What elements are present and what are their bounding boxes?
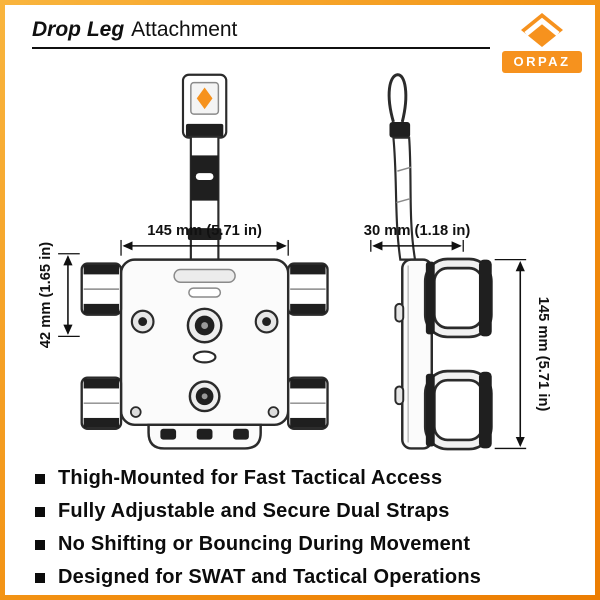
page-title-secondary: Attachment bbox=[131, 18, 238, 41]
dimension-side-depth: 30 mm (1.18 in) bbox=[364, 223, 471, 252]
page: Drop Leg Attachment ORPAZ bbox=[5, 5, 595, 595]
square-bullet-icon bbox=[35, 473, 45, 484]
list-item: Fully Adjustable and Secure Dual Straps bbox=[35, 500, 577, 523]
dimension-label-side-depth: 30 mm (1.18 in) bbox=[364, 223, 471, 239]
drop-leg-diagram: 145 mm (5.71 in) 42 mm (1.65 in) bbox=[38, 73, 551, 451]
dimension-label-front-width: 145 mm (5.71 in) bbox=[147, 223, 262, 239]
square-bullet-icon bbox=[35, 506, 45, 517]
orpaz-diamond-icon bbox=[521, 13, 563, 47]
dimension-label-side-height: 145 mm (5.71 in) bbox=[535, 297, 551, 412]
dimension-strap-height: 42 mm (1.65 in) bbox=[38, 242, 80, 349]
header: Drop Leg Attachment ORPAZ bbox=[5, 5, 595, 73]
brand-name-badge: ORPAZ bbox=[502, 51, 582, 73]
title-underline bbox=[32, 47, 490, 49]
thigh-platform bbox=[119, 258, 290, 450]
list-item: No Shifting or Bouncing During Movement bbox=[35, 533, 577, 556]
page-title: Drop Leg Attachment bbox=[32, 18, 571, 42]
feature-text: Thigh-Mounted for Fast Tactical Access bbox=[58, 467, 443, 490]
dimension-side-height: 145 mm (5.71 in) bbox=[494, 258, 551, 450]
square-bullet-icon bbox=[35, 572, 45, 583]
feature-text: Designed for SWAT and Tactical Operation… bbox=[58, 566, 482, 589]
strap-buckles bbox=[80, 262, 329, 430]
page-title-primary: Drop Leg bbox=[32, 18, 125, 41]
list-item: Thigh-Mounted for Fast Tactical Access bbox=[35, 467, 577, 490]
front-view-drawing: 145 mm (5.71 in) 42 mm (1.65 in) bbox=[38, 73, 329, 450]
dual-strap-loops bbox=[423, 257, 493, 451]
feature-text: No Shifting or Bouncing During Movement bbox=[58, 533, 471, 556]
feature-text: Fully Adjustable and Secure Dual Straps bbox=[58, 500, 450, 523]
square-bullet-icon bbox=[35, 539, 45, 550]
brand-logo: ORPAZ bbox=[502, 12, 582, 73]
list-item: Designed for SWAT and Tactical Operation… bbox=[35, 566, 577, 589]
side-view-drawing: 30 mm (1.18 in) 145 mm (5.71 in) bbox=[364, 73, 551, 451]
feature-list: Thigh-Mounted for Fast Tactical Access F… bbox=[5, 454, 595, 589]
dimension-front-width: 145 mm (5.71 in) bbox=[120, 223, 289, 256]
dimension-label-strap-height: 42 mm (1.65 in) bbox=[38, 242, 54, 349]
orpaz-diamond-mark bbox=[196, 87, 213, 110]
belt-hanger bbox=[181, 73, 228, 261]
